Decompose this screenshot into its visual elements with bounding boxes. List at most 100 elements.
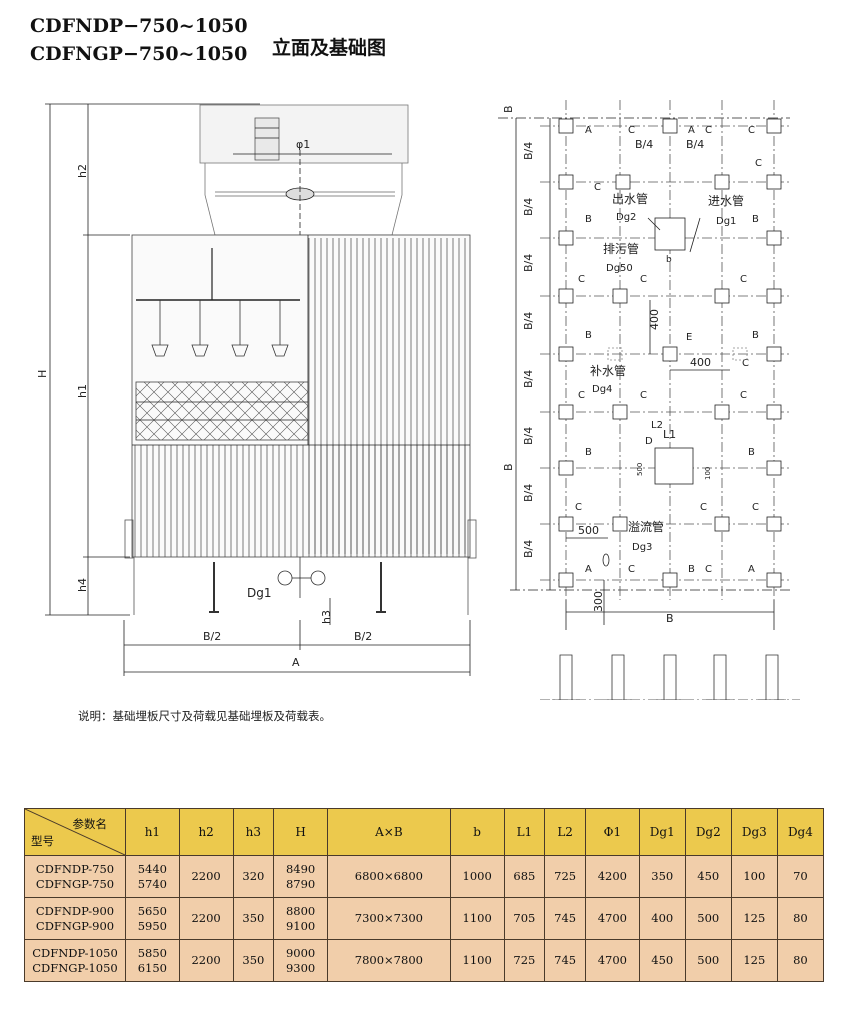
L2-cell: 725: [544, 855, 586, 898]
model-title-line-2: CDFNGP−750~1050: [30, 43, 248, 65]
b-quarter-label: B/4: [522, 312, 535, 330]
model-b: CDFNGP-900: [35, 918, 115, 933]
plan-b-bottom-label: B: [666, 612, 674, 625]
b-cell: 1100: [449, 939, 505, 982]
grid-letter: C: [752, 502, 759, 513]
d-label: D: [645, 436, 653, 447]
grid-letter: B: [752, 214, 759, 225]
grid-letter: C: [640, 390, 647, 401]
makeup-pipe-dg: Dg4: [592, 384, 612, 395]
dg3-cell: 125: [730, 897, 778, 940]
AxB-cell: 7300×7300: [326, 897, 451, 940]
grid-letter: C: [748, 125, 755, 136]
H-a: 8800: [285, 903, 316, 918]
grid-letter: B: [688, 564, 695, 575]
b-quarter-label: B/4: [522, 142, 535, 160]
b-quarter-top-label: B/4: [686, 138, 704, 151]
L1-cell: 725: [503, 939, 546, 982]
h1-b: 6150: [137, 960, 168, 975]
grid-letter: C: [628, 125, 635, 136]
n500-label: 500: [636, 463, 644, 476]
phi1-cell: 4700: [584, 939, 640, 982]
grid-letter: C: [755, 158, 762, 169]
corner-header: 参数名 型号: [24, 808, 126, 856]
outlet-pipe-dg: Dg2: [616, 212, 636, 223]
grid-letter: C: [705, 564, 712, 575]
col-L1: L1: [503, 808, 546, 856]
col-phi1: Φ1: [584, 808, 640, 856]
b-cell: 1100: [449, 897, 505, 940]
phi1-cell: 4700: [584, 897, 640, 940]
grid-letter: B: [752, 330, 759, 341]
b-quarter-top-label: B/4: [635, 138, 653, 151]
grid-letter: C: [578, 390, 585, 401]
grid-letter: C: [628, 564, 635, 575]
b-quarter-label: B/4: [522, 254, 535, 272]
dg4-cell: 80: [776, 897, 825, 940]
h2-label: h2: [76, 164, 89, 178]
l2-label: L2: [651, 420, 663, 431]
h3-cell: 350: [232, 897, 275, 940]
dg4-cell: 80: [776, 939, 825, 982]
grid-letter: E: [686, 332, 692, 343]
dim-500-label: 500: [578, 524, 599, 537]
grid-letter: C: [740, 274, 747, 285]
overflow-pipe-dg: Dg3: [632, 542, 652, 553]
h1-b: 5950: [137, 918, 168, 933]
h4-label: h4: [76, 578, 89, 592]
col-AxB: A×B: [326, 808, 451, 856]
H-b: 9100: [285, 918, 316, 933]
H-b: 9300: [285, 960, 316, 975]
model-b: CDFNGP-750: [35, 876, 115, 891]
dg1-cell: 400: [638, 897, 686, 940]
grid-letter: C: [742, 358, 749, 369]
model-title: CDFNDP−750~1050 CDFNGP−750~1050: [30, 12, 248, 68]
overflow-pipe-label: 溢流管: [628, 519, 664, 534]
dim-400-horizontal: 400: [690, 356, 711, 369]
spec-table: 参数名 型号 h1 h2 h3 H A×B b L1 L2 Φ1 Dg1 Dg2…: [24, 808, 825, 982]
AxB-cell: 7800×7800: [326, 939, 451, 982]
drawing-note: 说明：基础埋板尺寸及荷载见基础埋板及荷载表。: [78, 709, 331, 723]
L1-cell: 705: [503, 897, 546, 940]
col-dg3: Dg3: [730, 808, 778, 856]
grid-letter: A: [585, 125, 592, 136]
grid-letter: C: [578, 274, 585, 285]
H-b: 8790: [285, 876, 316, 891]
h1-a: 5850: [137, 945, 168, 960]
drain-pipe-label: 排污管: [603, 241, 639, 256]
col-H: H: [273, 808, 328, 856]
b-quarter-label: B/4: [522, 427, 535, 445]
grid-letter: B: [585, 214, 592, 225]
grid-letter: B: [748, 447, 755, 458]
elevation-view: φ1 Dg1: [36, 103, 477, 676]
b-half-right-label: B/2: [354, 630, 372, 643]
b-half-left-label: B/2: [203, 630, 221, 643]
col-h2: h2: [178, 808, 234, 856]
spec-table-header: 参数名 型号 h1 h2 h3 H A×B b L1 L2 Φ1 Dg1 Dg2…: [24, 808, 825, 856]
model-a: CDFNDP-750: [35, 861, 115, 876]
H-label: H: [36, 370, 49, 378]
dg3-cell: 125: [730, 939, 778, 982]
b-quarter-label: B/4: [522, 198, 535, 216]
b-quarter-label: B/4: [522, 484, 535, 502]
drawing-title: 立面及基础图: [272, 37, 387, 59]
dg1-cell: 350: [638, 855, 686, 898]
grid-letter: C: [575, 502, 582, 513]
dg3-cell: 100: [730, 855, 778, 898]
L1-cell: 685: [503, 855, 546, 898]
n100-label: 100: [704, 467, 712, 480]
dg4-cell: 70: [776, 855, 825, 898]
model-b: CDFNGP-1050: [32, 960, 118, 975]
dg2-cell: 450: [684, 855, 732, 898]
foundation-plan: B B B/4 B/4 B/4 B/4 B/4 B/4 B: [498, 100, 800, 700]
elevation-foundation-drawing: φ1 Dg1: [36, 100, 800, 700]
outlet-pipe-label: 出水管: [612, 191, 648, 206]
dg2-cell: 500: [684, 897, 732, 940]
col-L2: L2: [544, 808, 586, 856]
